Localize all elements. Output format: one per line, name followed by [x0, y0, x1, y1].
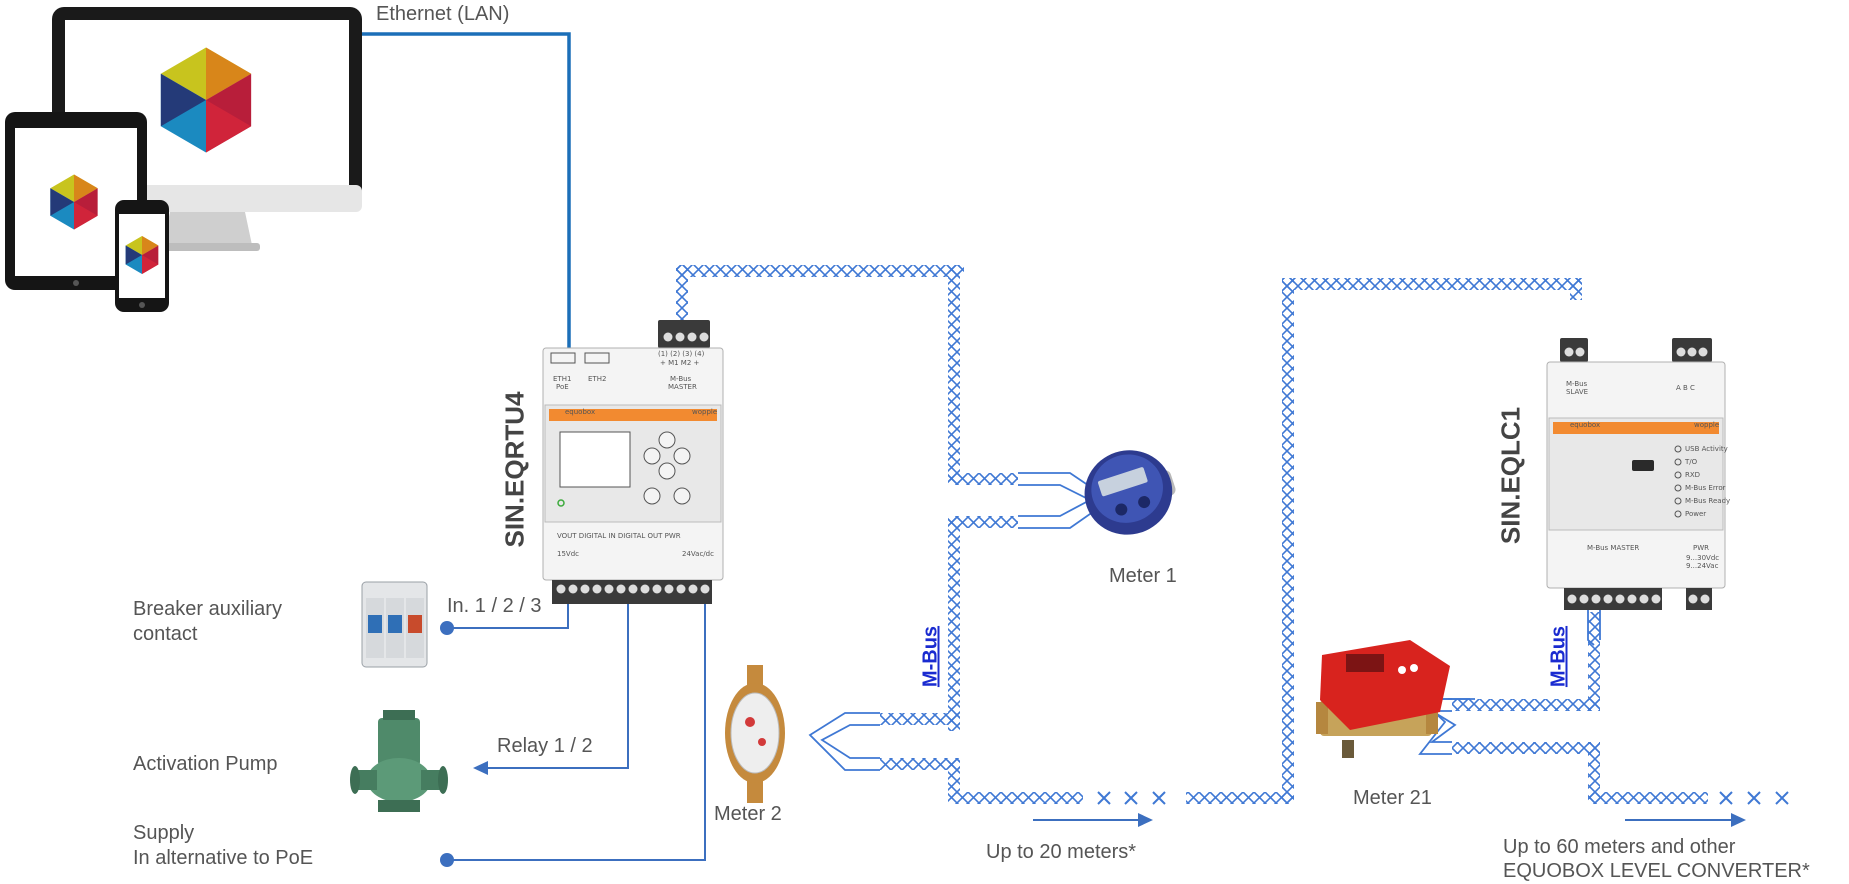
range-label-1: Up to 20 meters*: [986, 841, 1137, 863]
rtu-eth1-sub: PoE: [556, 383, 569, 391]
meter2-image: [725, 665, 785, 803]
meter21-label: Meter 21: [1353, 787, 1432, 809]
breaker-label-line2: contact: [133, 623, 198, 645]
lc1-led-0: USB Activity: [1685, 445, 1728, 453]
lc1-device-name: SIN.EQLC1: [1495, 406, 1526, 545]
tablet: [5, 112, 147, 290]
range-arrow-1: [1033, 813, 1153, 827]
range-label-2-line2: EQUOBOX LEVEL CONVERTER*: [1503, 860, 1810, 882]
ethernet-label: Ethernet (LAN): [376, 3, 510, 25]
rtu-mbus-label: M-Bus: [670, 375, 692, 383]
mbus-logo-1: M-Bus: [919, 625, 942, 688]
relay-arrow-head: [473, 761, 488, 775]
rtu-device-name: SIN.EQRTU4: [499, 391, 530, 548]
lc1-led-5: Power: [1685, 510, 1706, 518]
mbus-cable-network-2: [1186, 278, 1708, 804]
mbus-logo-2: M-Bus: [1547, 625, 1570, 688]
cable-break-marks-1: [1097, 791, 1166, 805]
meter2-wires: [808, 712, 880, 771]
meter21-image: [1316, 640, 1450, 758]
mbus-cable-network-1: [676, 265, 1083, 804]
rtu-terminal-pins: + M1 M2 +: [660, 359, 700, 367]
rtu-eth1-label: ETH1: [553, 375, 571, 383]
supply-terminal-dot: [440, 853, 454, 867]
lc1-brand-right: wopple: [1694, 421, 1719, 429]
lc1-leds: [1674, 445, 1682, 518]
rtu-pwr-label: 24Vac/dc: [682, 550, 714, 558]
input-terminal-dot: [440, 621, 454, 635]
lc1-device: [1546, 338, 1726, 610]
inputs-label: In. 1 / 2 / 3: [447, 595, 542, 617]
rtu-brand-right: wopple: [692, 408, 717, 416]
lc1-led-4: M-Bus Ready: [1685, 497, 1730, 505]
rtu-mbus-sub: MASTER: [668, 383, 697, 391]
meter1-image: [1084, 450, 1176, 535]
lc1-pwr-line1: 9...30Vdc: [1686, 554, 1719, 562]
lc1-led-2: RXD: [1685, 471, 1700, 479]
meter2-label: Meter 2: [714, 803, 782, 825]
breaker-image: [361, 581, 428, 668]
smartphone: [115, 200, 169, 312]
lc1-slave-label: M-Bus: [1566, 380, 1588, 388]
meter1-label: Meter 1: [1109, 565, 1177, 587]
cable-break-marks-2: [1719, 791, 1789, 805]
lc1-pwr-label: PWR: [1693, 544, 1709, 552]
range-label-2-line1: Up to 60 meters and other: [1503, 836, 1736, 858]
supply-label-line2: In alternative to PoE: [133, 847, 314, 869]
io-wires: [447, 596, 706, 861]
breaker-label-line1: Breaker auxiliary: [133, 598, 282, 620]
rtu-bottom-terminals: [556, 584, 710, 594]
lc1-brand: equobox: [1570, 421, 1600, 429]
ethernet-cable: [362, 32, 571, 352]
rtu-brand: equobox: [565, 408, 595, 416]
rtu-device: [542, 320, 724, 604]
lc1-bottom-terminals: [1567, 594, 1710, 604]
rtu-bottom-sections: VOUT DIGITAL IN DIGITAL OUT PWR: [557, 532, 681, 540]
lc1-led-1: T/O: [1684, 458, 1698, 466]
lc1-master-wires: [1587, 605, 1601, 646]
rtu-terminal-nums: (1) (2) (3) (4): [658, 350, 705, 358]
rtu-eth2-label: ETH2: [588, 375, 606, 383]
lc1-pwr-line2: 9...24Vac: [1686, 562, 1719, 570]
range-arrow-2: [1625, 813, 1746, 827]
supply-label-line1: Supply: [133, 822, 195, 844]
relay-label: Relay 1 / 2: [497, 735, 593, 757]
lc1-master-label: M-Bus MASTER: [1587, 544, 1639, 552]
pump-label: Activation Pump: [133, 753, 278, 775]
rtu-vout-label: 15Vdc: [557, 550, 579, 558]
pump-image: [350, 710, 448, 812]
lc1-led-3: M-Bus Error: [1685, 484, 1726, 492]
lc1-slave-sub: SLAVE: [1566, 388, 1588, 396]
lc1-abc-label: A B C: [1676, 384, 1695, 392]
